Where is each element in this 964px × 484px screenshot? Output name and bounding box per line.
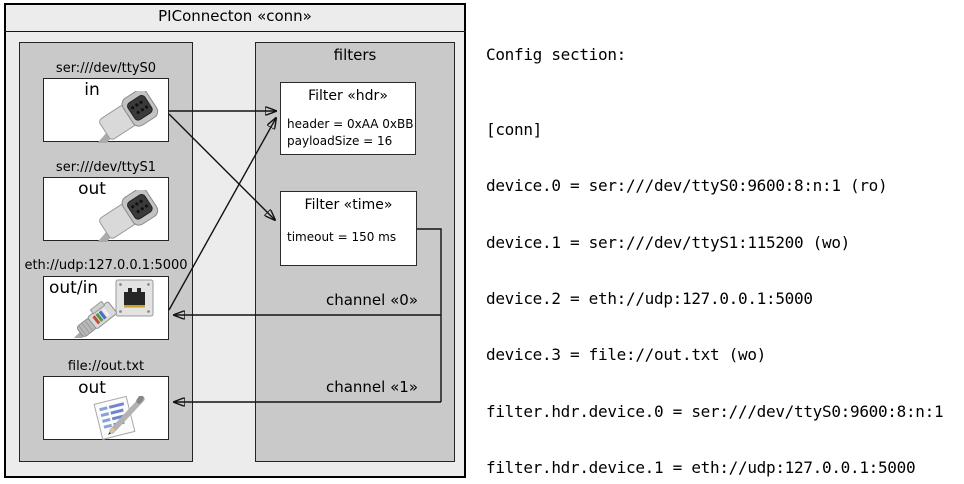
filter-title: Filter «time» xyxy=(304,197,393,213)
device-url-label: file://out.txt xyxy=(67,359,145,374)
diagram-title: PIConnecton «conn» xyxy=(4,3,466,32)
channel-0-label: channel «0» xyxy=(325,291,418,309)
filters-panel-title: filters xyxy=(333,46,377,64)
filter-attribute: timeout = 150 ms xyxy=(287,230,397,244)
device-box-ttys0: in xyxy=(43,78,169,143)
device-direction-label: out/in xyxy=(49,278,99,298)
config-section: Config section: [conn] device.0 = ser://… xyxy=(486,8,964,484)
config-line: device.1 = ser:///dev/ttyS1:115200 (wo) xyxy=(486,232,850,252)
device-direction-label: in xyxy=(84,80,100,100)
serial-connector-image xyxy=(95,91,159,143)
config-line: device.2 = eth://udp:127.0.0.1:5000 xyxy=(486,288,813,308)
device-url-label: ser:///dev/ttyS0 xyxy=(55,61,157,76)
device-box-ttys1: out xyxy=(43,177,169,242)
filter-hdr-box: Filter «hdr» header = 0xAA 0xBB payloadS… xyxy=(280,82,416,155)
serial-connector-image xyxy=(95,190,159,242)
ethernet-connector-image xyxy=(71,279,154,338)
device-url-label: ser:///dev/ttyS1 xyxy=(55,160,157,175)
device-direction-label: out xyxy=(78,179,106,199)
device-direction-label: out xyxy=(78,378,106,398)
filter-time-box: Filter «time» timeout = 150 ms xyxy=(280,191,417,266)
config-line: [conn] xyxy=(486,119,542,139)
notepad-image xyxy=(93,396,145,440)
device-box-eth: out/in xyxy=(43,276,169,340)
device-url-label: eth://udp:127.0.0.1:5000 xyxy=(24,258,188,273)
config-line: filter.hdr.device.1 = eth://udp:127.0.0.… xyxy=(486,458,916,478)
filter-attribute: header = 0xAA 0xBB xyxy=(287,117,414,131)
device-box-file: out xyxy=(43,376,169,440)
config-line: filter.hdr.device.0 = ser:///dev/ttyS0:9… xyxy=(486,401,944,421)
filter-attribute: payloadSize = 16 xyxy=(287,133,393,148)
config-line: device.3 = file://out.txt (wo) xyxy=(486,345,766,365)
channel-1-label: channel «1» xyxy=(325,378,418,396)
config-heading: Config section: xyxy=(486,44,626,64)
config-line: device.0 = ser:///dev/ttyS0:9600:8:n:1 (… xyxy=(486,176,888,196)
filter-title: Filter «hdr» xyxy=(308,88,388,104)
